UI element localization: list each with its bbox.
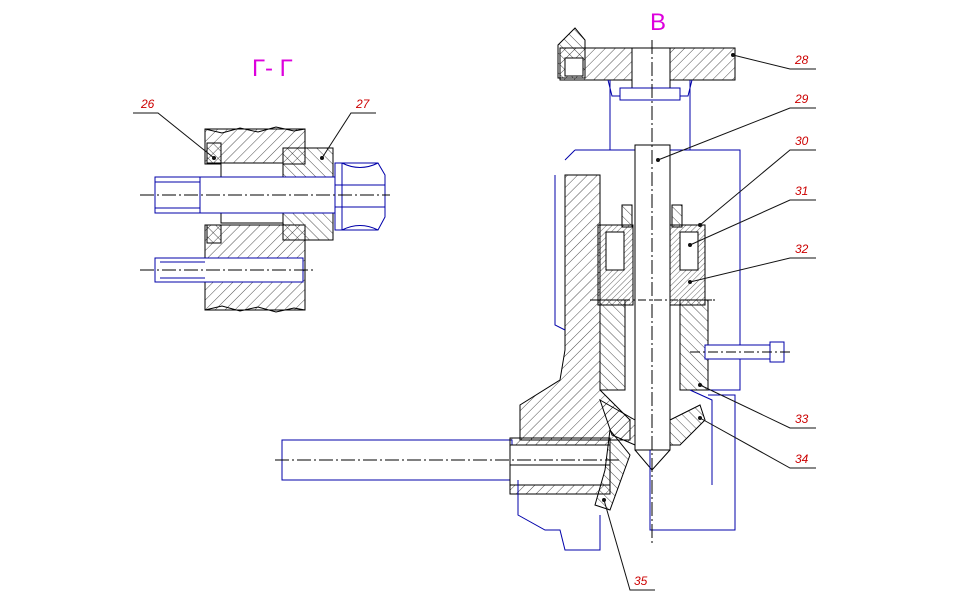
- callout-31: 31: [795, 184, 808, 198]
- callout-35: 35: [634, 574, 648, 588]
- housing-35: [594, 428, 631, 511]
- leader-30: [699, 149, 816, 226]
- leader-27: [321, 112, 376, 159]
- callout-26: 26: [140, 97, 155, 111]
- leader-32: [689, 257, 816, 283]
- callout-33: 33: [795, 412, 809, 426]
- callout-29: 29: [794, 92, 809, 106]
- callout-labels: 26 27 28 29 30 31 32 33 34 35: [140, 53, 809, 588]
- leader-28: [732, 54, 816, 70]
- leader-26: [133, 112, 215, 159]
- callout-30: 30: [795, 134, 809, 148]
- callout-34: 34: [795, 452, 809, 466]
- callout-28: 28: [794, 53, 809, 67]
- section-title-gg: Г- Г: [252, 55, 293, 82]
- callout-32: 32: [795, 242, 809, 256]
- leader-31: [689, 199, 816, 246]
- callout-27: 27: [355, 97, 371, 111]
- leader-35: [603, 499, 655, 591]
- leaders: [133, 53, 816, 591]
- tip-34: [599, 398, 636, 446]
- view-title-b: В: [650, 9, 666, 36]
- section-gg: [140, 126, 390, 313]
- view-b: [275, 27, 790, 551]
- leader-34: [699, 417, 816, 469]
- sleeve-33: [679, 299, 709, 391]
- leader-29: [657, 107, 816, 161]
- leader-33: [699, 384, 816, 429]
